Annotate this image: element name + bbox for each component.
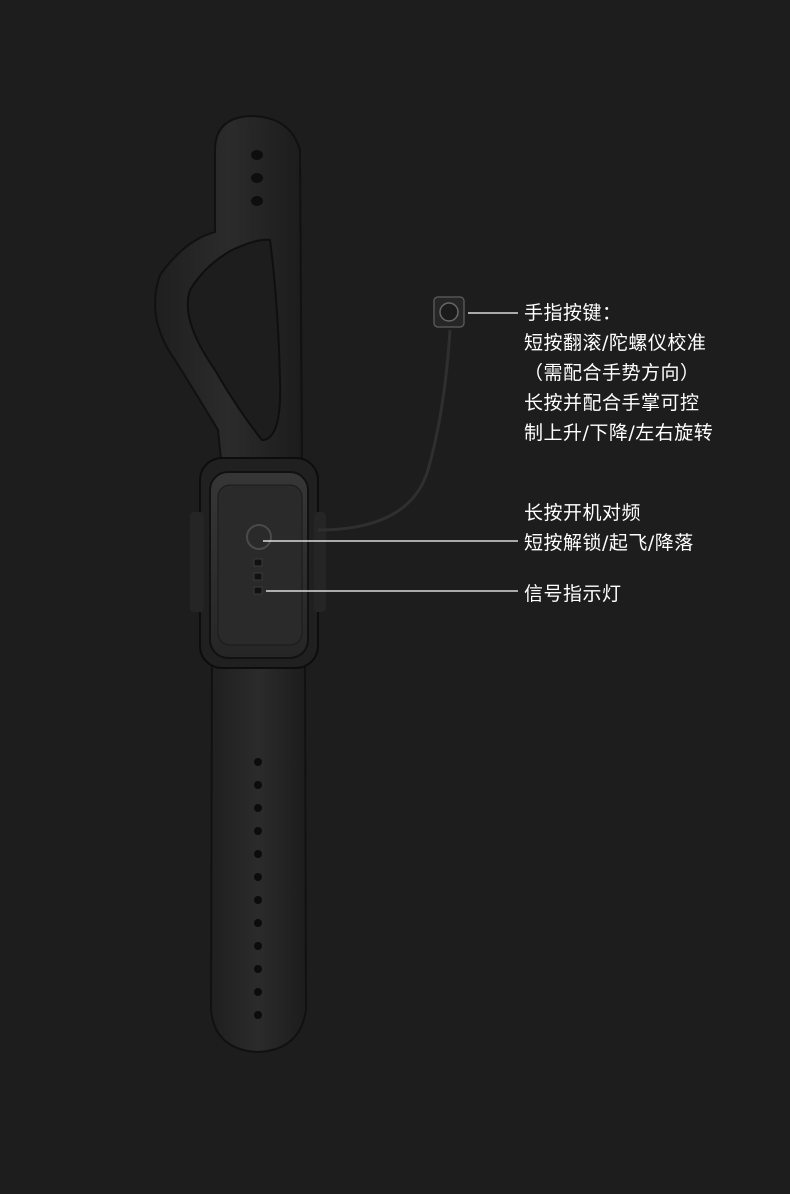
callout-line: 长按开机对频 [524,502,642,524]
strap-hole [251,173,263,183]
callout-line: 短按翻滚/陀螺仪校准 [524,332,707,354]
callout-line: 短按解锁/起飞/降落 [524,532,694,554]
finger-button-callout: 手指按键： 短按翻滚/陀螺仪校准 （需配合手势方向） 长按并配合手掌可控 制上升… [524,298,713,448]
led-bars-icon [253,558,263,595]
upper-strap [154,114,304,471]
strap-holes [254,758,262,1019]
callout-line: 制上升/下降/左右旋转 [524,422,714,444]
strap-hole [251,196,263,206]
callout-line: 手指按键： [524,302,622,324]
finger-button-cable [317,296,465,532]
lower-strap [209,649,308,1054]
callout-line: 信号指示灯 [524,583,622,605]
leader-lines [263,312,518,592]
callout-line: 长按并配合手掌可控 [524,392,700,414]
power-button-callout: 长按开机对频 短按解锁/起飞/降落 [524,498,694,558]
power-ring-icon[interactable] [246,524,272,550]
callout-line: （需配合手势方向） [524,362,700,384]
controller-module [190,457,326,669]
strap-hole [251,150,263,160]
signal-indicator-callout: 信号指示灯 [524,579,622,609]
